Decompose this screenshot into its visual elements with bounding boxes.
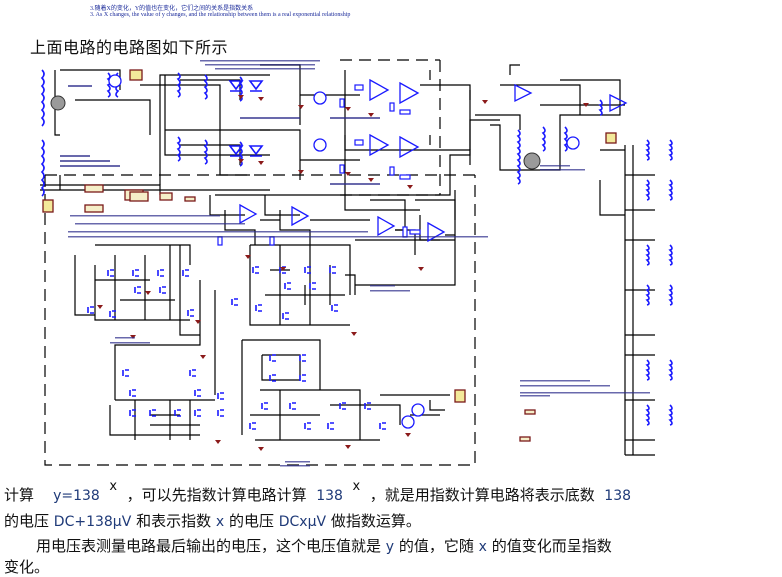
paragraph-line-1: 计算 y=138 x ，可以先指数计算电路计算 138 x ，就是用指数计算电路… xyxy=(4,479,632,505)
p2-voltage-exp: DCxμV xyxy=(278,514,327,530)
p1-exponent-1: x xyxy=(109,479,118,494)
mosfets xyxy=(87,80,386,430)
circuit-schematic xyxy=(40,59,673,467)
p1-base-2: 138 xyxy=(604,488,632,504)
p2-text-c: 和表示指数 xyxy=(136,512,212,530)
p3-text-e: 的值变化而呈指数 xyxy=(491,537,612,555)
figure-caption: 上面电路的电路图如下所示 xyxy=(30,38,229,57)
p1-text-c: ，可以先指数计算电路计算 xyxy=(126,486,307,504)
p1-text-a: 计算 xyxy=(4,486,35,504)
source-boxes xyxy=(42,69,617,403)
paragraph-line-3: 用电压表测量电路最后输出的电压，这个电压值就是 y 的值，它随 x 的值变化而呈… xyxy=(36,535,612,556)
p3-text-c: 的值，它随 xyxy=(398,537,474,555)
p2-var-x: x xyxy=(215,514,225,530)
meters xyxy=(108,74,580,429)
paragraph-line-2: 的电压 DC+138μV 和表示指数 x 的电压 DCxμV 做指数运算。 xyxy=(4,510,421,531)
annotation-marks xyxy=(60,60,650,467)
dashed-enclosures xyxy=(44,59,476,466)
header-line-english: 3. As X changes, the value of y changes,… xyxy=(90,12,351,18)
p1-base-1: 138 xyxy=(316,488,343,504)
p1-exponent-2: x xyxy=(352,479,361,494)
paragraph-line-4: 变化。 xyxy=(4,558,50,576)
p3-var-x: x xyxy=(478,539,487,555)
op-amps xyxy=(239,78,628,243)
header-line-chinese: 3.随着X的变化，Y的值也在变化，它们之间的关系是指数关系 xyxy=(90,6,254,12)
p3-text-a: 用电压表测量电路最后输出的电压，这个电压值就是 xyxy=(36,537,382,555)
vacuum-tubes xyxy=(50,95,541,170)
resistors xyxy=(217,84,421,246)
p3-var-y: y xyxy=(385,539,395,555)
brown-components xyxy=(84,184,536,442)
p2-text-e: 的电压 xyxy=(228,512,274,530)
transformer-coils xyxy=(40,69,673,426)
p2-text-a: 的电压 xyxy=(4,512,50,530)
p2-text-g: 做指数运算。 xyxy=(330,512,421,530)
p2-voltage-base: DC+138μV xyxy=(53,514,132,530)
ground-symbols xyxy=(97,95,589,451)
p1-text-e: ，就是用指数计算电路将表示底数 xyxy=(369,486,595,504)
p1-formula: y=138 xyxy=(53,488,100,504)
wires xyxy=(40,64,655,456)
